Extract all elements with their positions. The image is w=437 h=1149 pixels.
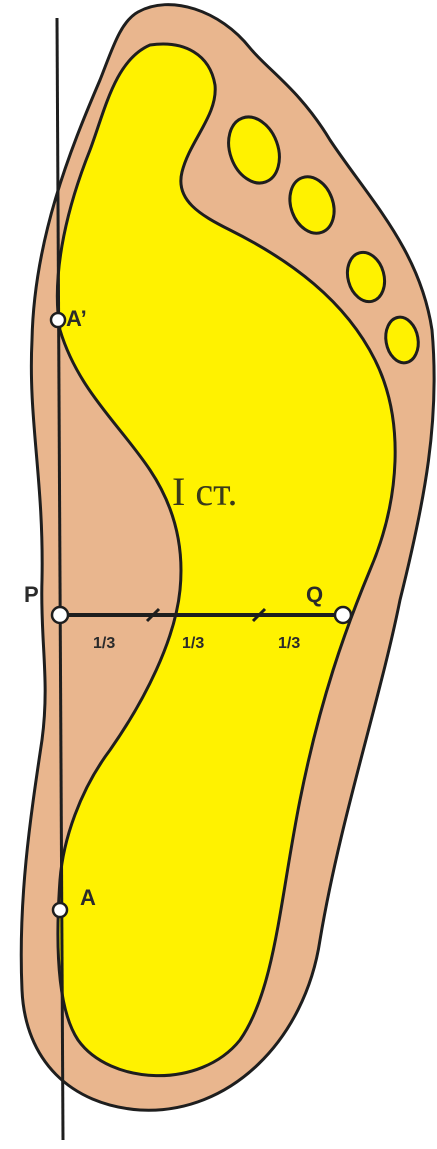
- third-label-3: 1/3: [278, 635, 300, 652]
- label-p: P: [24, 582, 39, 607]
- point-a-marker: [53, 903, 67, 917]
- point-q-marker: [335, 607, 351, 623]
- third-label-2: 1/3: [182, 635, 204, 652]
- label-q: Q: [306, 582, 323, 607]
- label-a-prime: A’: [66, 306, 87, 331]
- third-label-1: 1/3: [93, 635, 115, 652]
- point-a-prime-marker: [51, 313, 65, 327]
- point-p-marker: [52, 607, 68, 623]
- label-a: A: [80, 885, 96, 910]
- arch-degree-label: I ст.: [172, 469, 238, 514]
